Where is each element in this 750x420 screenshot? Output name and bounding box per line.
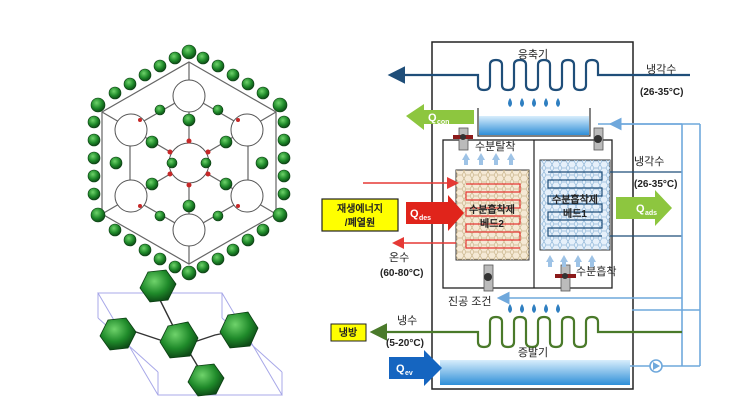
evaporator-droplets xyxy=(508,304,560,313)
desorption-valve xyxy=(453,127,473,151)
evaporator-label: 증발기 xyxy=(518,346,548,359)
svg-text:Q: Q xyxy=(428,112,437,124)
q-des-arrow: Q des xyxy=(406,195,464,231)
cooling-water-top-label: 냉각수 xyxy=(646,63,676,76)
q-ads-arrow: Q ads xyxy=(616,190,672,226)
vapor-arrows-bed2 xyxy=(462,153,515,165)
chilled-water-temp: (5-20°C) xyxy=(386,338,424,349)
svg-text:/폐열원: /폐열원 xyxy=(345,216,375,229)
cooling-water-mid-label: 냉각수 xyxy=(634,155,664,168)
cooling-water-loop xyxy=(496,117,701,367)
bed1-label-line2: 베드1 xyxy=(563,207,587,220)
bed2-label-line1: 수분흡착제 xyxy=(469,203,515,216)
svg-text:con: con xyxy=(437,119,449,126)
vapor-arrows-bed1 xyxy=(546,255,596,267)
hot-water-label: 온수 xyxy=(389,251,409,264)
q-con-arrow: Q con xyxy=(406,104,474,130)
bed2-label-line2: 베드2 xyxy=(480,217,504,230)
evaporator-water-pool xyxy=(440,360,630,385)
bed2-bottom-valve xyxy=(483,264,494,292)
condensate-droplets xyxy=(508,98,560,107)
cooling-water-mid-temp: (26-35°C) xyxy=(634,179,677,190)
svg-text:des: des xyxy=(419,215,431,222)
condenser-label: 응축기 xyxy=(518,48,548,61)
chilled-water-label: 냉수 xyxy=(397,314,417,327)
svg-text:재생에너지: 재생에너지 xyxy=(337,202,383,215)
renewable-energy-box: 재생에너지 /폐열원 xyxy=(321,198,399,232)
svg-text:Q: Q xyxy=(410,208,419,220)
vacuum-condition-label: 진공 조건 xyxy=(448,295,492,308)
bed1-top-valve xyxy=(593,127,604,151)
q-ev-arrow: Q ev xyxy=(389,350,442,386)
pump-icon xyxy=(649,359,663,373)
desorption-label: 수분탈착 xyxy=(475,140,515,153)
svg-text:ads: ads xyxy=(645,210,657,217)
svg-text:Q: Q xyxy=(396,363,405,375)
cooling-water-top-temp: (26-35°C) xyxy=(640,87,683,98)
bed1-label-line1: 수분흡착제 xyxy=(552,193,598,206)
adsorption-valve xyxy=(555,264,576,292)
svg-text:냉방: 냉방 xyxy=(339,326,358,339)
svg-text:Q: Q xyxy=(636,203,645,215)
condenser-coil xyxy=(387,58,690,92)
hot-water-temp: (60-80°C) xyxy=(380,268,423,279)
evaporator-coil xyxy=(369,315,682,349)
svg-text:ev: ev xyxy=(405,370,413,377)
mof-unit-cell-image xyxy=(97,269,283,397)
condensate-tray-water xyxy=(479,116,589,135)
mof-hexagonal-framework-image xyxy=(86,44,292,281)
cooling-output-box: 냉방 xyxy=(330,323,367,342)
adsorption-label: 수분흡착 xyxy=(576,264,616,278)
